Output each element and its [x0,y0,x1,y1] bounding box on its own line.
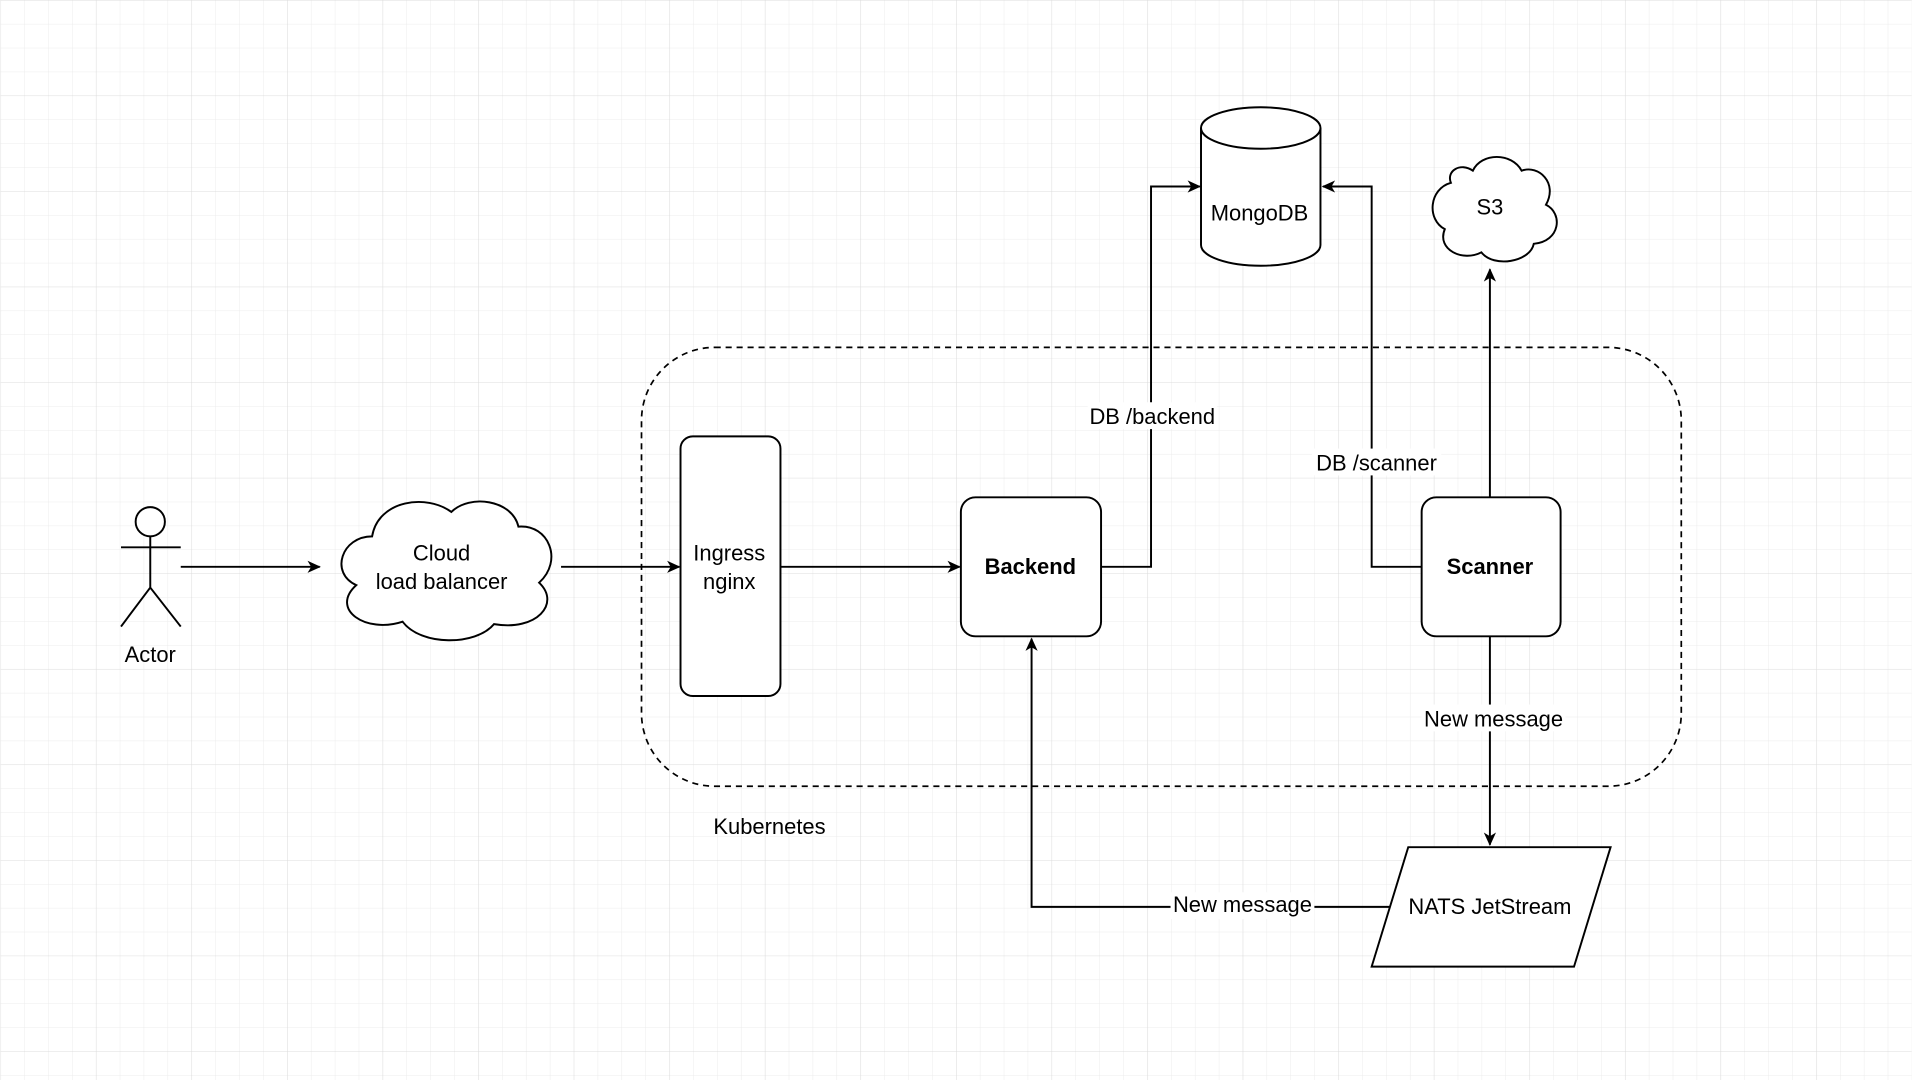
edge-nats-backend-label: New message [1173,892,1312,917]
actor-node[interactable] [120,506,182,628]
s3-label: S3 [1476,195,1503,220]
nats-jetstream-node[interactable] [1370,846,1612,968]
cloud-lb-label-line2: load balancer [376,569,508,594]
scanner-node[interactable] [1420,496,1562,638]
edge-scanner-db-label: DB /scanner [1316,451,1437,476]
ingress-label-line2: nginx [703,569,755,594]
edge-scanner-nats-label: New message [1424,707,1563,732]
kubernetes-label: Kubernetes [713,814,825,839]
cloud-lb-label-line1: Cloud [413,541,470,566]
edge-backend-mongodb[interactable] [1101,180,1202,568]
cloud-load-balancer-node[interactable] [340,500,553,642]
backend-label: Backend [985,554,1076,579]
scanner-label: Scanner [1447,554,1534,579]
ingress-nginx-node[interactable] [679,435,782,698]
edge-scanner-mongodb[interactable] [1321,180,1422,568]
s3-node[interactable] [1431,156,1558,263]
edge-backend-db-label: DB /backend [1089,404,1215,429]
ingress-label-line1: Ingress [693,541,765,566]
mongodb-label: MongoDB [1211,201,1309,226]
actor-label: Actor [125,642,176,667]
nats-label: NATS JetStream [1408,894,1571,919]
mongodb-node[interactable] [1200,106,1322,267]
